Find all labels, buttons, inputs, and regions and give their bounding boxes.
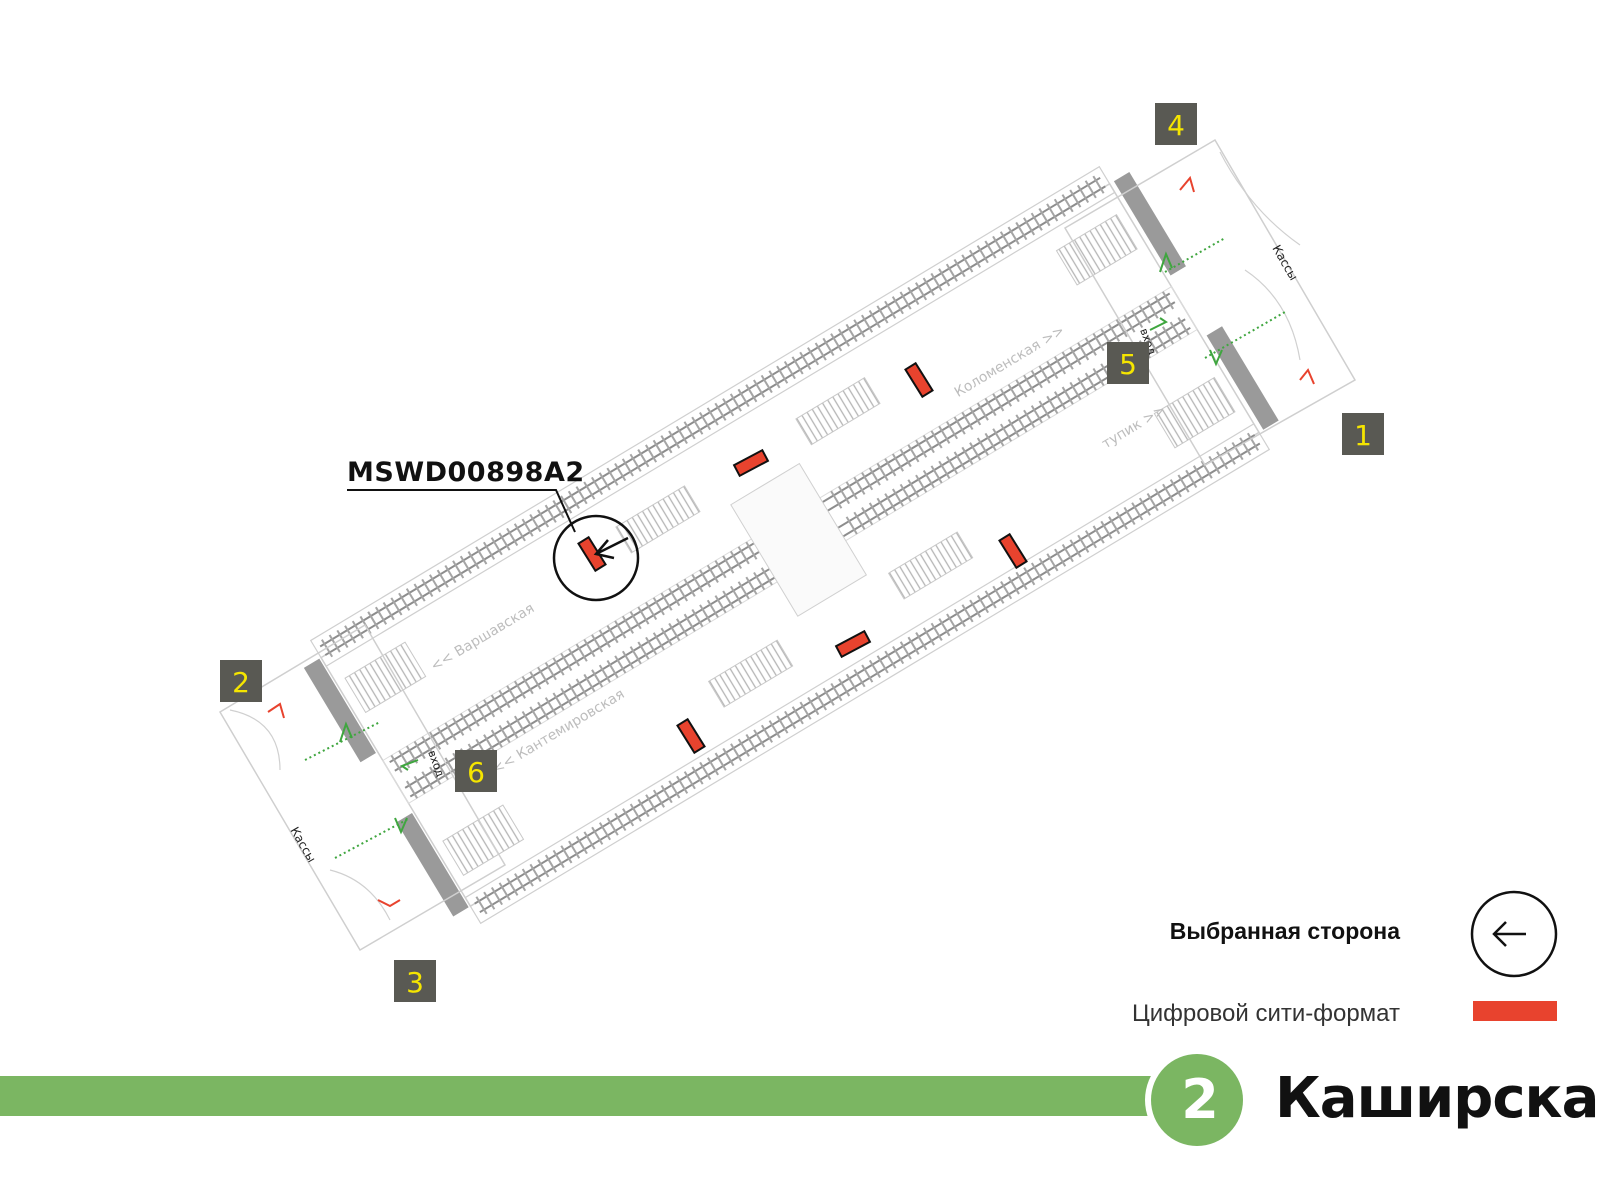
railway-tracks	[319, 175, 1261, 915]
legend-selected-icon	[1470, 890, 1558, 978]
arrow-icon	[394, 817, 408, 835]
svg-text:4: 4	[1167, 109, 1185, 142]
turnstile-line	[1164, 237, 1226, 273]
escalator	[1113, 171, 1186, 276]
svg-text:3: 3	[406, 966, 424, 999]
exit-badge-4: 4	[1155, 103, 1197, 145]
arrow-icon	[1159, 251, 1173, 273]
exit-badge-1: 1	[1342, 413, 1384, 455]
ad-board	[904, 361, 934, 399]
line-circle	[1151, 1054, 1243, 1146]
stairs	[795, 377, 881, 446]
kassy-label: Кассы	[287, 825, 318, 865]
turnstile-line	[1204, 311, 1286, 359]
legend-ad-swatch	[1473, 1001, 1557, 1021]
stairs	[707, 639, 794, 708]
line-number: 2	[1181, 1068, 1219, 1131]
direction-arrows	[339, 251, 1223, 835]
legend-selected-side: Выбранная сторона	[1169, 918, 1400, 944]
exit-arrow-icon	[1179, 175, 1195, 193]
track-bed-bottom	[464, 422, 1271, 925]
placement-code: MSWD00898A2	[347, 457, 585, 488]
arrow-left-icon	[1492, 921, 1526, 947]
escalator	[396, 812, 469, 917]
stairs	[1055, 213, 1138, 286]
stairs	[615, 485, 701, 554]
stairs	[442, 804, 525, 877]
station-name: Каширская	[1275, 1066, 1600, 1131]
direction-tupik: тупик >>	[1099, 402, 1168, 452]
arrow-icon	[339, 721, 353, 743]
ad-board	[998, 532, 1028, 570]
escalator	[303, 658, 376, 763]
direction-varshavskaya: << Варшавская	[428, 600, 537, 674]
metro-line-band	[0, 1076, 1165, 1116]
ad-board	[834, 629, 872, 659]
arrow-left-icon	[593, 536, 629, 560]
exit-badge-3: 3	[394, 960, 436, 1002]
exit-badge-6: 6	[455, 750, 497, 792]
svg-text:6: 6	[467, 756, 485, 789]
escalator	[1206, 326, 1279, 430]
arrow-icon	[1209, 349, 1223, 367]
exit-arrow-icon	[1299, 368, 1315, 385]
callout-line	[347, 489, 576, 533]
selected-side-marker	[347, 489, 640, 602]
exit-badge-2: 2	[220, 660, 262, 702]
exit-arrow-icon	[377, 899, 401, 908]
turnstile-line	[304, 721, 381, 761]
svg-text:5: 5	[1119, 348, 1137, 381]
stairs	[1153, 376, 1236, 449]
stairs	[344, 641, 427, 714]
ad-board	[732, 448, 770, 478]
exit-arrow-icon	[267, 702, 285, 719]
ad-board	[676, 717, 706, 755]
svg-text:1: 1	[1354, 419, 1372, 452]
exit-badge-5: 5	[1107, 342, 1149, 384]
exit-door-markers	[267, 175, 1315, 908]
ad-boards	[577, 361, 1028, 755]
legend-digital-city-format: Цифровой сити-формат	[1131, 1000, 1400, 1027]
arrow-icon	[1149, 317, 1168, 331]
stairs	[887, 531, 974, 600]
svg-text:2: 2	[232, 666, 250, 699]
kassy-label: Кассы	[1269, 243, 1300, 283]
station-hall: << Варшавская << Кантемировская Коломенс…	[303, 165, 1279, 925]
exit-badges: 1 2 3 4 5 6	[220, 103, 1384, 1002]
arrow-icon	[399, 759, 419, 771]
crossing-bridge	[730, 462, 868, 617]
